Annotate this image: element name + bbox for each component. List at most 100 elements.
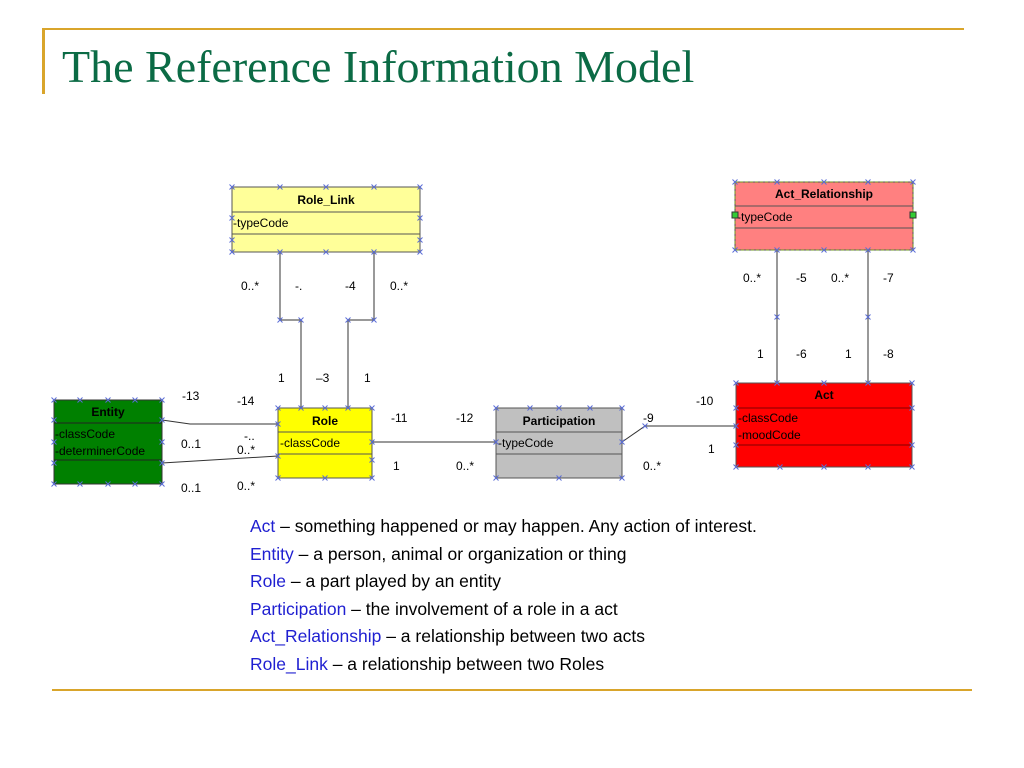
connector-rolelink-left bbox=[279, 252, 302, 408]
act-attr-classcode: -classCode bbox=[738, 411, 798, 425]
mult-entity-01b: 0..1 bbox=[181, 481, 201, 495]
class-act[interactable]: Act -classCode -moodCode bbox=[735, 382, 913, 468]
endpoint-marker bbox=[909, 380, 915, 386]
role-link-box bbox=[231, 186, 421, 253]
endpoint-marker bbox=[345, 317, 351, 323]
endpoint-marker bbox=[229, 215, 235, 221]
endpoint-marker bbox=[369, 439, 375, 445]
endpoint-markers bbox=[51, 179, 916, 487]
legend-desc: – a relationship between two Roles bbox=[327, 653, 605, 674]
mult-part-9: -9 bbox=[643, 411, 654, 425]
endpoint-marker bbox=[369, 475, 375, 481]
legend-term: Role_Link bbox=[250, 653, 328, 674]
endpoint-marker bbox=[910, 179, 916, 185]
endpoint-marker bbox=[733, 442, 739, 448]
endpoint-marker bbox=[865, 464, 871, 470]
legend: Act – something happened or may happen. … bbox=[250, 513, 757, 678]
act-relationship-name: Act_Relationship bbox=[775, 187, 873, 201]
mult-ar-left-bottom: 1 bbox=[757, 347, 764, 361]
endpoint-marker bbox=[322, 405, 328, 411]
legend-row-act-relationship: Act_Relationship – a relationship betwee… bbox=[250, 623, 757, 651]
endpoint-marker bbox=[77, 481, 83, 487]
endpoint-marker bbox=[619, 405, 625, 411]
mult-entity-13: -13 bbox=[182, 389, 200, 403]
mult-ar-mid-bottom-left: -6 bbox=[796, 347, 807, 361]
legend-term: Act bbox=[250, 516, 276, 536]
endpoint-marker bbox=[527, 405, 533, 411]
class-role[interactable]: Role -classCode bbox=[277, 407, 373, 479]
endpoint-marker bbox=[910, 247, 916, 253]
endpoint-marker bbox=[865, 380, 871, 386]
bottom-rule bbox=[52, 689, 972, 691]
endpoint-marker bbox=[774, 314, 780, 320]
legend-term: Role bbox=[250, 571, 286, 591]
legend-desc: – a relationship between two acts bbox=[381, 626, 645, 646]
endpoint-marker bbox=[323, 184, 329, 190]
act-attr-moodcode: -moodCode bbox=[738, 428, 801, 442]
mult-role-0s: 0..* bbox=[456, 459, 474, 473]
mult-part-0s: 0..* bbox=[643, 459, 661, 473]
mult-part-1: 1 bbox=[708, 442, 715, 456]
legend-row-role-link: Role_Link – a relationship between two R… bbox=[250, 651, 757, 679]
endpoint-marker bbox=[132, 481, 138, 487]
selection-handle-left[interactable] bbox=[731, 211, 739, 219]
endpoint-marker bbox=[417, 184, 423, 190]
legend-desc: – a person, animal or organization or th… bbox=[293, 543, 627, 564]
endpoint-marker bbox=[774, 247, 780, 253]
mult-role-1: 1 bbox=[393, 459, 400, 473]
endpoint-marker bbox=[909, 442, 915, 448]
mult-rl-right-bottom: 1 bbox=[364, 371, 371, 385]
participation-attr-typecode: -typeCode bbox=[498, 436, 554, 450]
class-entity[interactable]: Entity -classCode -determinerCode bbox=[53, 399, 163, 485]
class-act-relationship[interactable]: Act_Relationship -typeCode bbox=[731, 181, 917, 251]
mult-rl-left-bottom: 1 bbox=[278, 371, 285, 385]
endpoint-marker bbox=[619, 475, 625, 481]
legend-desc: – the involvement of a role in a act bbox=[346, 598, 618, 619]
class-role-link[interactable]: Role_Link -typeCode bbox=[231, 186, 421, 253]
endpoint-marker bbox=[493, 475, 499, 481]
entity-attr-determinercode: -determinerCode bbox=[55, 444, 145, 458]
endpoint-marker bbox=[909, 464, 915, 470]
mult-rl-mid-bottom: –3 bbox=[316, 371, 330, 385]
mult-entity-01a: 0..1 bbox=[181, 437, 201, 451]
endpoint-marker bbox=[774, 179, 780, 185]
endpoint-marker bbox=[277, 317, 283, 323]
endpoint-marker bbox=[369, 457, 375, 463]
mult-rl-left-top: 0..* bbox=[241, 279, 259, 293]
legend-row-act: Act – something happened or may happen. … bbox=[250, 513, 757, 541]
endpoint-marker bbox=[159, 417, 165, 423]
endpoint-marker bbox=[159, 481, 165, 487]
endpoint-marker bbox=[821, 464, 827, 470]
mult-part-10: -10 bbox=[696, 394, 714, 408]
endpoint-marker bbox=[77, 397, 83, 403]
act-relationship-attr-typecode: -typeCode bbox=[737, 210, 793, 224]
class-participation[interactable]: Participation -typeCode bbox=[495, 407, 623, 479]
title-accent-bar bbox=[42, 28, 45, 94]
endpoint-marker bbox=[105, 397, 111, 403]
endpoint-marker bbox=[417, 215, 423, 221]
endpoint-marker bbox=[323, 249, 329, 255]
endpoint-marker bbox=[865, 179, 871, 185]
mult-ar-mid-right: 0..* bbox=[831, 271, 849, 285]
endpoint-marker bbox=[865, 314, 871, 320]
endpoint-marker bbox=[132, 397, 138, 403]
role-link-name: Role_Link bbox=[297, 193, 355, 207]
endpoint-marker bbox=[619, 439, 625, 445]
endpoint-marker bbox=[493, 405, 499, 411]
mult-entity-14: -14 bbox=[237, 394, 255, 408]
selection-handle-right[interactable] bbox=[909, 211, 917, 219]
endpoint-marker bbox=[345, 405, 351, 411]
endpoint-marker bbox=[229, 237, 235, 243]
endpoint-marker bbox=[371, 317, 377, 323]
participation-name: Participation bbox=[523, 414, 596, 428]
entity-name: Entity bbox=[91, 405, 125, 419]
endpoint-marker bbox=[642, 423, 648, 429]
slide-title: The Reference Information Model bbox=[62, 41, 695, 92]
endpoint-marker bbox=[277, 249, 283, 255]
mult-ar-right-bottom: -8 bbox=[883, 347, 894, 361]
endpoint-marker bbox=[556, 475, 562, 481]
mult-ar-right-top: -7 bbox=[883, 271, 894, 285]
endpoint-marker bbox=[298, 317, 304, 323]
endpoint-marker bbox=[229, 249, 235, 255]
